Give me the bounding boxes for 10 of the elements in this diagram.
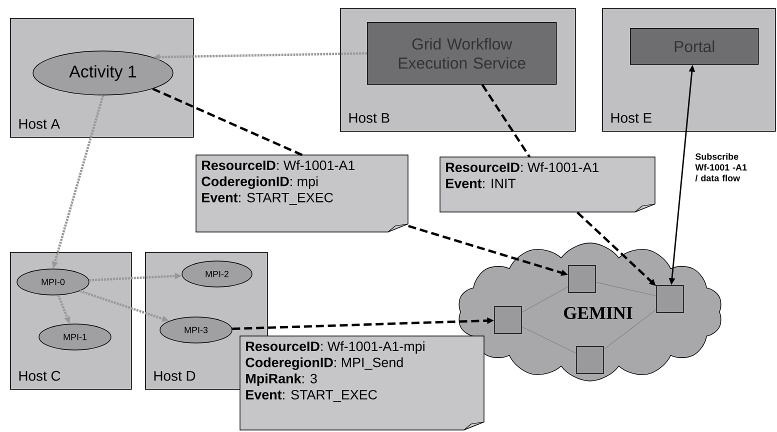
note-card: ResourceID: Wf-1001-A1-mpi CoderegionID: MPI_Send MpiRank: 3 Event: START_EXEC bbox=[240, 336, 484, 430]
router-square bbox=[568, 265, 596, 293]
service-box: Grid Workflow Execution Service bbox=[367, 22, 557, 85]
note-card: ResourceID: Wf-1001-A1 Event: INIT bbox=[440, 156, 656, 212]
router-square bbox=[494, 306, 522, 334]
note-card: ResourceID: Wf-1001-A1 CoderegionID: mpi Event: START_EXEC bbox=[196, 154, 408, 232]
router-square bbox=[576, 346, 604, 374]
router-square bbox=[656, 285, 684, 313]
service-box: Portal bbox=[630, 28, 759, 65]
edge-label: Subscribe Wf-1001 -A1 / data flow bbox=[694, 152, 758, 182]
